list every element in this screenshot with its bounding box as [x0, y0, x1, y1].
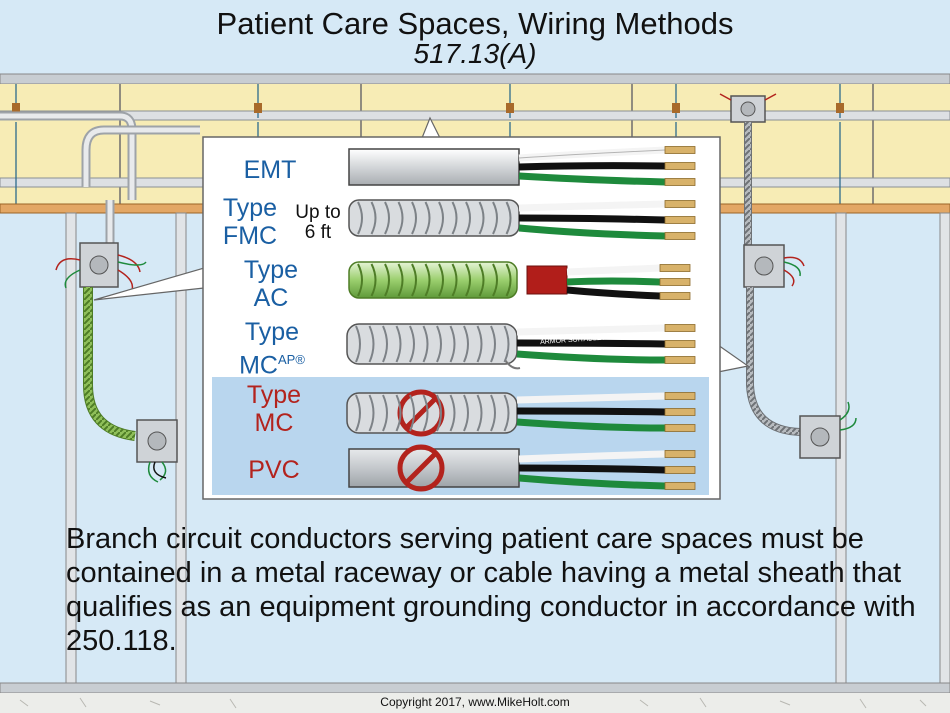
copper-end [664, 408, 696, 416]
armor-ridge [503, 394, 510, 432]
code-section: 517.13(A) [413, 38, 537, 69]
copper-end [664, 324, 696, 332]
copper-end [664, 162, 696, 170]
armor-ridge [357, 201, 363, 235]
armor-ridge [436, 394, 442, 432]
copper-end [659, 264, 691, 272]
armor-ridge [438, 201, 444, 235]
copper-end [664, 340, 696, 348]
mc-ap-cable [346, 323, 666, 370]
armor-ridge [476, 325, 483, 363]
armor-ridge [395, 325, 402, 363]
armor-ridge [411, 201, 417, 235]
armor-ridge [422, 394, 429, 432]
label-pvc: PVC [248, 456, 300, 484]
ac-cable [348, 261, 661, 300]
pvc-raceway [348, 448, 666, 490]
armor-ridge [490, 394, 496, 432]
armor-ridge [368, 325, 375, 363]
junction-box-icon [799, 401, 857, 459]
armor-ridge [409, 394, 415, 432]
armor-ridge [436, 325, 442, 363]
copper-end [664, 466, 696, 474]
armor-ridge [422, 325, 429, 363]
armor-ridge [424, 201, 431, 235]
label-fmc: Type FMC [222, 194, 278, 250]
copyright: Copyright 2017, www.MikeHolt.com [380, 695, 570, 709]
armor-ridge [463, 325, 469, 363]
fmc-length-note: Up to 6 ft [295, 202, 341, 243]
armor-ridge [492, 201, 498, 235]
label-mc-ap: Type MCAP® [239, 318, 305, 380]
armor-ridge [409, 325, 415, 363]
armor-ridge [397, 263, 404, 297]
armor-ridge [465, 201, 471, 235]
armor-ridge [438, 263, 444, 297]
label-mc: Type MC [246, 381, 302, 437]
copper-end [664, 356, 696, 364]
armor-ridge [492, 263, 498, 297]
armor-ridge [357, 263, 363, 297]
copper-end [664, 200, 696, 208]
emt-raceway [348, 146, 666, 186]
copper-end [664, 232, 696, 240]
armor-ridge [355, 325, 361, 363]
mc-cable [346, 392, 666, 434]
copper-end [664, 146, 696, 154]
armor-ridge [382, 394, 388, 432]
junction-box-icon [743, 244, 805, 288]
junction-box-icon [55, 242, 147, 291]
armor-ridge [397, 201, 404, 235]
armor-ridge [478, 201, 485, 235]
requirement-text: Branch circuit conductors serving patien… [66, 523, 916, 657]
armor-ridge [370, 201, 377, 235]
armor-ridge [411, 263, 417, 297]
copper-end [664, 450, 696, 458]
copper-end [664, 392, 696, 400]
armor-ridge [382, 325, 388, 363]
label-ac: Type AC [243, 256, 299, 312]
armor-ridge [384, 263, 390, 297]
armor-ridge [490, 325, 496, 363]
armor-ridge [503, 325, 510, 363]
label-emt: EMT [243, 156, 297, 184]
armor-ridge [465, 263, 471, 297]
armor-ridge [451, 201, 458, 235]
armor-ridge [463, 394, 469, 432]
copper-end [664, 178, 696, 186]
armor-ridge [370, 263, 377, 297]
copper-end [664, 424, 696, 432]
armor-ridge [368, 394, 375, 432]
prohibited-icon [397, 444, 445, 492]
armor-ridge [355, 394, 361, 432]
armor-ridge [478, 263, 485, 297]
copper-end [659, 292, 691, 300]
armor-ridge [384, 201, 390, 235]
armor-ridge [505, 263, 512, 297]
copper-end [659, 278, 691, 286]
armor-ridge [451, 263, 458, 297]
page-title: Patient Care Spaces, Wiring Methods [216, 6, 734, 41]
junction-box-icon [136, 419, 178, 483]
junction-box-icon [719, 93, 777, 123]
armor-ridge [395, 394, 402, 432]
copper-end [664, 216, 696, 224]
armor-ridge [449, 394, 456, 432]
fmc-raceway [348, 199, 666, 240]
armor-ridge [424, 263, 431, 297]
armor-ridge [476, 394, 483, 432]
copper-end [664, 482, 696, 490]
armor-ridge [449, 325, 456, 363]
armor-ridge [505, 201, 512, 235]
